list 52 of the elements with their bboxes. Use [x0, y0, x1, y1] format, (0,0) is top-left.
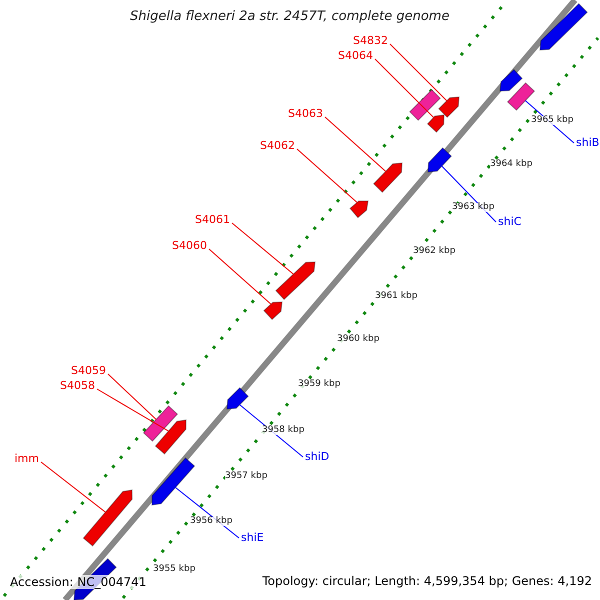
scale-label: 3962 kbp [413, 247, 456, 256]
leader-line [208, 248, 272, 305]
gene-feature [226, 387, 249, 410]
gene-label: shiE [241, 532, 264, 543]
gene-label: S4058 [60, 380, 95, 391]
gene-feature [438, 96, 460, 118]
leader-line [232, 222, 294, 275]
gene-label: shiD [305, 451, 330, 462]
gene-feature [275, 261, 316, 300]
gene-feature [499, 68, 523, 92]
scale-label: 3963 kbp [452, 203, 494, 212]
gene-label: imm [14, 453, 39, 464]
gene-label: S4060 [172, 240, 207, 251]
gene-feature [82, 489, 133, 547]
gene-label: S4061 [195, 214, 230, 225]
gene-block [142, 405, 178, 442]
leader-line [390, 44, 448, 102]
scale-label: 3956 kbp [190, 517, 232, 526]
leader-line [296, 148, 358, 203]
accession-text: Accession: NC_004741 [8, 575, 148, 589]
gene-feature [154, 419, 186, 455]
gene-feature [426, 114, 445, 133]
gene-label: shiB [576, 137, 600, 148]
gene-feature [263, 301, 283, 320]
gene-feature [427, 147, 452, 173]
genome-summary-text: Topology: circular; Length: 4,599,354 bp; Genes: 4,192 [262, 575, 592, 587]
leader-line [108, 374, 157, 420]
leader-line [96, 388, 169, 432]
scale-label: 3961 kbp [375, 292, 418, 301]
gene-label: S4062 [260, 140, 295, 151]
leader-line [324, 116, 386, 172]
gene-feature [539, 3, 588, 51]
leader-line [374, 58, 434, 118]
scale-label: 3958 kbp [262, 426, 304, 435]
gene-feature [373, 162, 403, 193]
gene-feature [152, 457, 196, 506]
gene-label: S4064 [338, 50, 373, 61]
gene-label: shiC [498, 216, 522, 227]
leader-line [40, 462, 106, 513]
gene-label: S4832 [353, 35, 388, 46]
gene-feature [349, 200, 369, 218]
scale-label: 3955 kbp [153, 565, 196, 574]
scale-label: 3964 kbp [490, 160, 532, 169]
gene-block [409, 89, 441, 121]
scale-label: 3960 kbp [337, 335, 380, 344]
gene-label: S4059 [71, 365, 106, 376]
scale-label: 3959 kbp [298, 380, 340, 389]
gene-label: S4063 [288, 108, 323, 119]
title: Shigella flexneri 2a str. 2457T, complete genome [130, 10, 450, 23]
scale-label: 3965 kbp [531, 116, 574, 125]
scale-label: 3957 kbp [225, 472, 268, 481]
gene-block [506, 82, 536, 111]
